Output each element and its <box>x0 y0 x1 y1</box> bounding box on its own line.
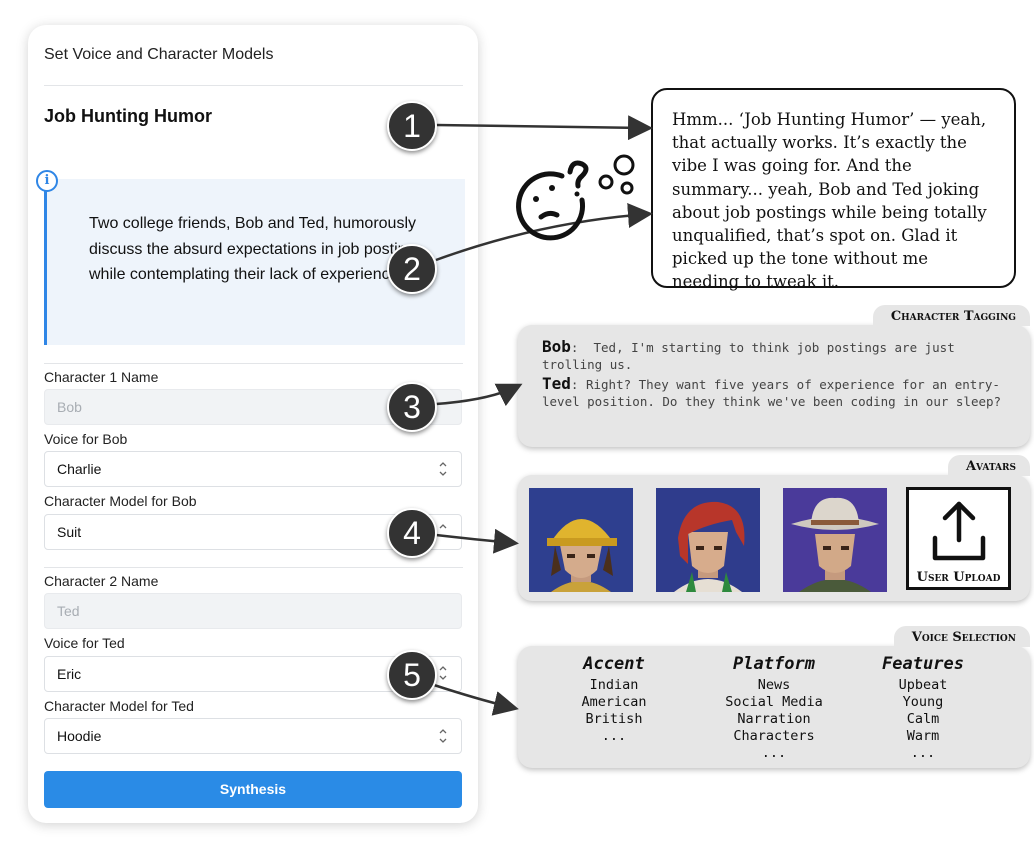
character-tagging-panel: Character Tagging Bob: Ted, I'm starting… <box>518 305 1030 447</box>
voice-selection-tag: Voice Selection <box>893 626 1030 647</box>
script-lines: Bob: Ted, I'm starting to think job post… <box>542 338 1012 410</box>
card-header: Set Voice and Character Models <box>44 46 274 63</box>
character-tagging-tag: Character Tagging <box>872 305 1030 326</box>
marker-5: 5 <box>387 650 437 700</box>
character2-name-input: Ted <box>44 593 462 629</box>
list-item: ... <box>601 728 627 744</box>
list-item: American <box>581 694 647 710</box>
model-bob-value: Suit <box>57 524 82 540</box>
divider <box>44 363 463 364</box>
list-item: British <box>585 711 643 727</box>
list-item: Narration <box>737 711 811 727</box>
script-line-ted: Ted: Right? They want five years of expe… <box>542 374 1002 409</box>
red-hair-avatar[interactable] <box>656 488 760 592</box>
voice-bob-label: Voice for Bob <box>44 431 128 447</box>
divider <box>44 567 463 568</box>
cowboy-hat-avatar[interactable] <box>783 488 887 592</box>
info-icon[interactable]: i <box>36 170 58 192</box>
list-item: Calm <box>906 711 940 727</box>
character1-name-label: Character 1 Name <box>44 369 159 385</box>
voice-bob-select[interactable]: Charlie <box>44 451 462 487</box>
thought-bubbles-icon <box>598 154 635 195</box>
marker-1: 1 <box>387 101 437 151</box>
list-item: ... <box>910 745 936 761</box>
voice-ted-label: Voice for Ted <box>44 635 125 651</box>
summary-text: Two college friends, Bob and Ted, humoro… <box>89 215 424 283</box>
platform-heading: Platform <box>733 654 815 674</box>
accent-heading: Accent <box>583 654 645 674</box>
list-item: Social Media <box>725 694 823 710</box>
model-ted-value: Hoodie <box>57 728 102 744</box>
accent-column: Accent Indian American British ... <box>562 656 666 745</box>
voice-selection-panel: Voice Selection Accent Indian American B… <box>518 626 1030 768</box>
model-ted-select[interactable]: Hoodie <box>44 718 462 754</box>
voice-bob-value: Charlie <box>57 461 102 477</box>
user-upload-label: User Upload <box>916 570 1001 585</box>
marker-2: 2 <box>387 244 437 294</box>
list-item: ... <box>761 745 787 761</box>
list-item: Warm <box>906 728 940 744</box>
list-item: Young <box>902 694 944 710</box>
script-line-bob: Bob: Ted, I'm starting to think job post… <box>542 337 955 372</box>
features-heading: Features <box>882 654 964 674</box>
list-item: News <box>757 677 791 693</box>
marker-3: 3 <box>387 382 437 432</box>
model-bob-label: Character Model for Bob <box>44 493 197 509</box>
model-ted-label: Character Model for Ted <box>44 698 194 714</box>
story-title: Job Hunting Humor <box>44 106 212 126</box>
voice-ted-value: Eric <box>57 666 82 682</box>
list-item: Characters <box>733 728 815 744</box>
list-item: Upbeat <box>898 677 948 693</box>
marker-4: 4 <box>387 508 437 558</box>
hard-hat-avatar[interactable] <box>529 488 633 592</box>
user-upload-tile[interactable]: User Upload <box>906 487 1011 590</box>
synthesis-button[interactable]: Synthesis <box>44 771 462 808</box>
platform-column: Platform News Social Media Narration Cha… <box>704 656 844 762</box>
list-item: Indian <box>589 677 639 693</box>
upload-icon <box>932 501 986 561</box>
divider <box>44 85 463 86</box>
character2-name-label: Character 2 Name <box>44 573 159 589</box>
user-thought-bubble: Hmm... ‘Job Hunting Humor’ — yeah, that … <box>651 88 1016 291</box>
features-column: Features Upbeat Young Calm Warm ... <box>868 656 978 762</box>
thinking-face-icon <box>516 160 589 241</box>
line-text: Right? They want five years of experienc… <box>542 377 1002 409</box>
line-text: Ted, I'm starting to think job postings … <box>542 340 955 372</box>
avatars-tag: Avatars <box>947 455 1030 476</box>
speaker-bob: Bob <box>542 337 571 356</box>
speaker-ted: Ted <box>542 374 571 393</box>
